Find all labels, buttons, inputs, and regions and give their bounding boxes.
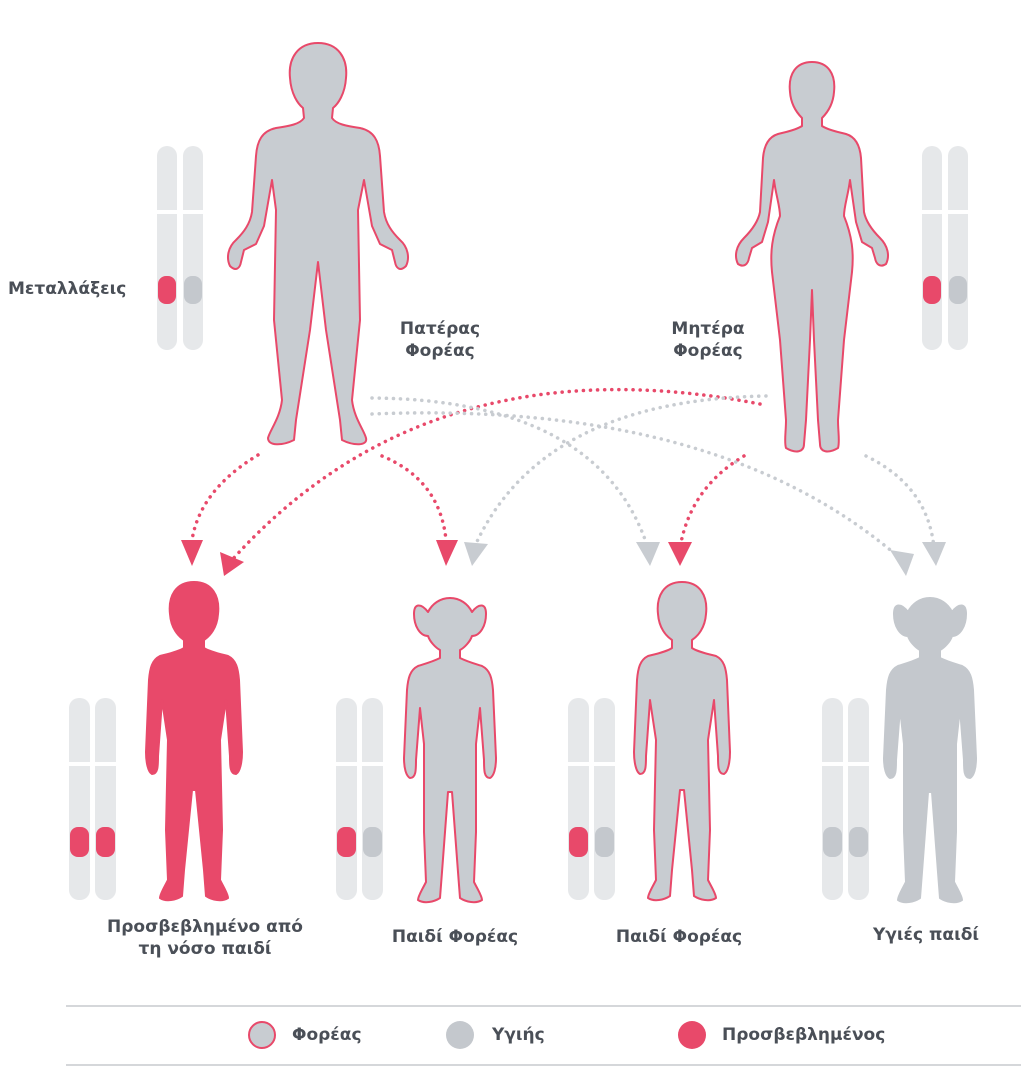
child4-label: Υγιές παιδί xyxy=(872,925,980,945)
arrowhead-child2-b xyxy=(464,542,488,566)
child3-label: Παιδί Φορέας xyxy=(615,927,743,947)
legend-top-rule xyxy=(66,1005,1021,1007)
arrow-mother-to-child2 xyxy=(472,394,768,550)
arrow-father-to-child2 xyxy=(380,454,448,542)
mutations-label: Μεταλλάξεις xyxy=(8,279,127,299)
legend-carrier-label: Φορέας xyxy=(292,1025,362,1045)
mother-label: Μητέρα Φορέας xyxy=(648,318,768,362)
child3-chromosome-pair xyxy=(568,698,615,900)
mother-chromosome-pair xyxy=(922,146,968,350)
child2-chromosome-pair xyxy=(336,698,383,900)
arrowhead-child3-b xyxy=(668,542,692,566)
arrowhead-child4-a xyxy=(890,550,914,576)
legend-bottom-rule xyxy=(66,1064,1021,1066)
arrowhead-child2-a xyxy=(436,540,458,566)
child1-label: Προσβεβλημένο από τη νόσο παιδί xyxy=(80,916,330,960)
arrowhead-child1-b xyxy=(220,552,244,576)
mother-normal-allele xyxy=(949,276,967,304)
arrow-father-to-child3 xyxy=(370,396,650,550)
inheritance-arrows xyxy=(190,387,936,562)
father-label: Πατέρας Φορέας xyxy=(380,318,500,362)
arrow-father-to-child1 xyxy=(190,453,260,542)
child4-healthy-figure xyxy=(883,597,977,904)
child2-label: Παιδί Φορέας xyxy=(391,927,519,947)
child1-affected-figure xyxy=(145,581,243,902)
legend-affected-swatch xyxy=(678,1021,706,1049)
arrow-heads xyxy=(181,540,946,576)
arrow-father-to-child4 xyxy=(370,411,904,562)
arrow-mother-to-child4 xyxy=(864,454,936,550)
child3-carrier-figure xyxy=(633,581,731,902)
father-figure xyxy=(227,42,409,446)
father-role-text: Πατέρας xyxy=(399,319,481,339)
arrow-mother-to-child1 xyxy=(230,387,762,562)
arrow-mother-to-child3 xyxy=(678,454,746,550)
legend-healthy-swatch xyxy=(446,1021,474,1049)
legend-carrier-swatch xyxy=(248,1021,276,1049)
mother-role-text: Μητέρα xyxy=(671,319,745,339)
father-chromosome-pair xyxy=(157,146,203,350)
mother-status-text: Φορέας xyxy=(673,341,743,361)
child2-carrier-figure xyxy=(403,597,497,904)
legend-affected-label: Προσβεβλημένος xyxy=(722,1025,886,1045)
child1-label-line1: Προσβεβλημένο από xyxy=(107,917,303,937)
arrowhead-child1-a xyxy=(181,540,203,566)
child1-label-line2: τη νόσο παιδί xyxy=(138,939,272,959)
father-status-text: Φορέας xyxy=(405,341,475,361)
arrowhead-child4-b xyxy=(922,542,946,566)
mother-mutated-allele xyxy=(923,276,941,304)
child1-chromosome-pair xyxy=(69,698,116,900)
father-normal-allele xyxy=(184,276,202,304)
father-mutated-allele xyxy=(158,276,176,304)
mother-figure xyxy=(735,61,889,453)
legend-healthy-label: Υγιής xyxy=(492,1025,545,1045)
child4-chromosome-pair xyxy=(822,698,869,900)
arrowhead-child3-a xyxy=(636,542,660,566)
